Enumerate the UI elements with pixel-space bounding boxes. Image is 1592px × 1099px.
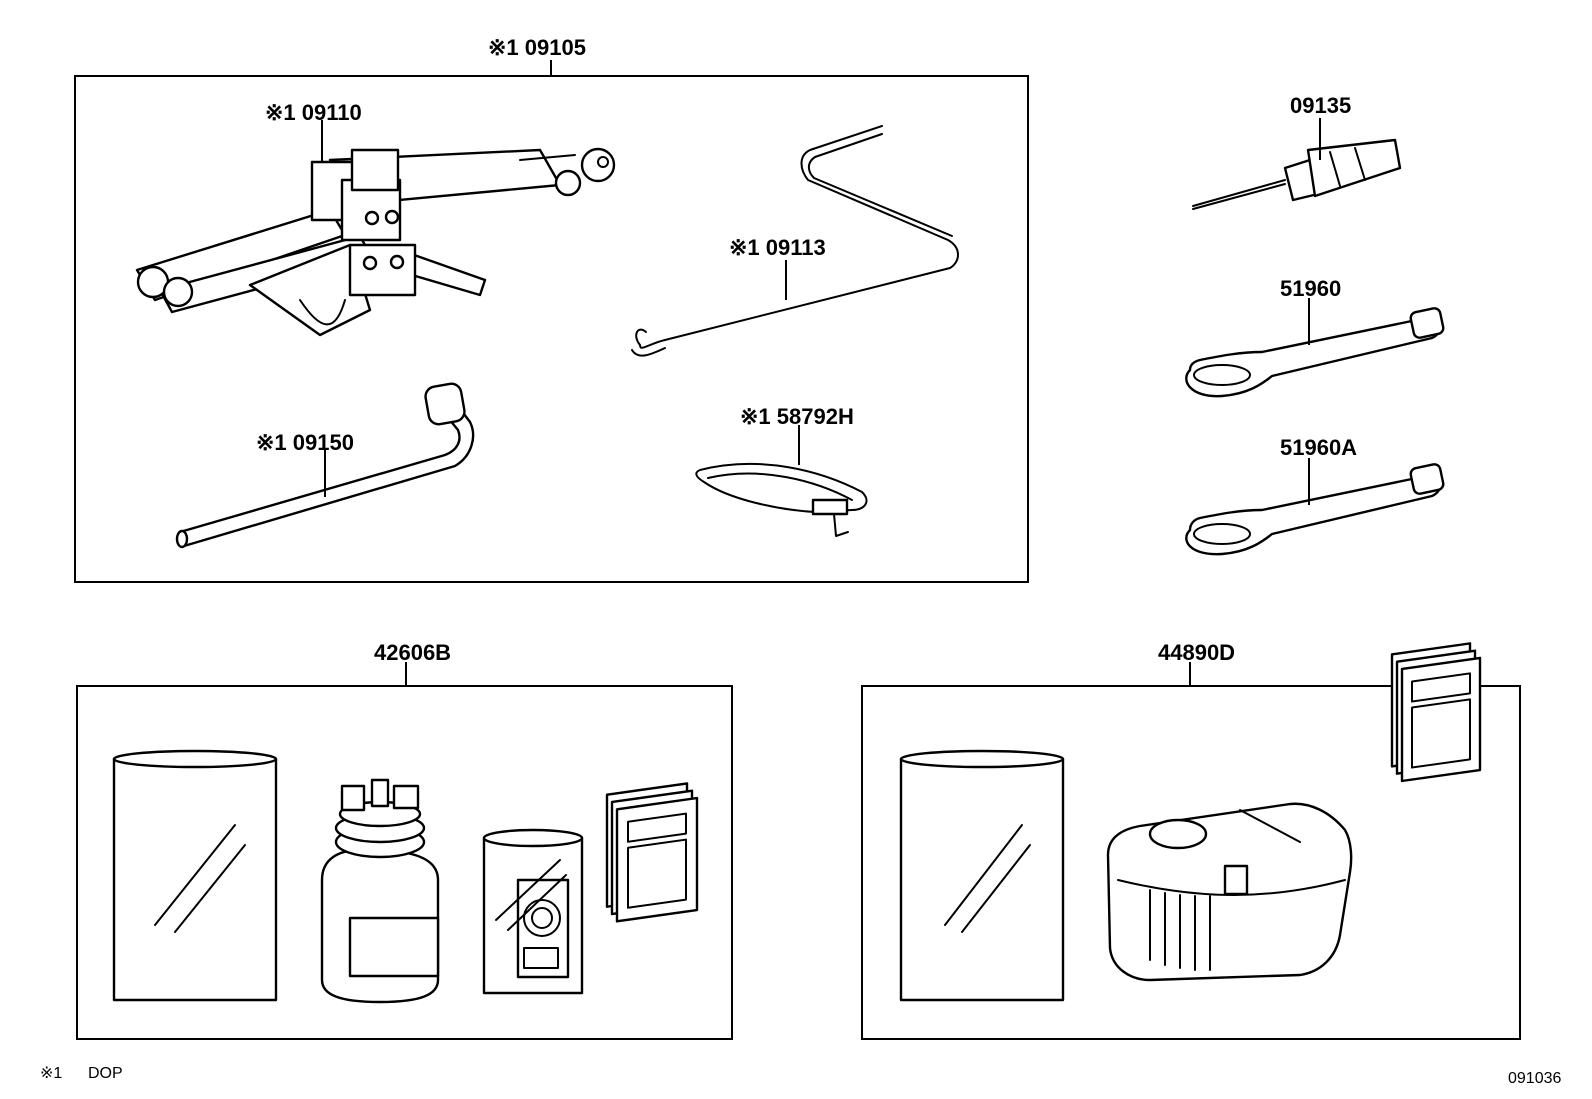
group-box-42606B (76, 685, 733, 1040)
bracket-58792H-illustration[interactable] (695, 462, 868, 537)
wrench-51960A-illustration[interactable] (1185, 463, 1445, 556)
label-44890D[interactable]: 44890D (1158, 640, 1235, 665)
label-51960[interactable]: 51960 (1280, 276, 1341, 301)
lug-wrench-09150-illustration[interactable] (175, 382, 475, 549)
group-box-09105 (74, 75, 1029, 583)
bag-42606B-illustration[interactable] (112, 749, 278, 1002)
footnote-symbol: ※1 (40, 1065, 62, 1082)
wrench-51960-illustration[interactable] (1185, 307, 1445, 398)
label-09150[interactable]: ※1 09150 (256, 430, 354, 455)
screwdriver-09135-illustration[interactable] (1192, 138, 1402, 210)
instruction-booklet-illustration[interactable] (605, 782, 699, 923)
bag-44890D-illustration[interactable] (899, 749, 1065, 1002)
sealant-bottle-illustration[interactable] (320, 778, 440, 1004)
footnote-text: DOP (88, 1065, 123, 1082)
label-58792H[interactable]: ※1 58792H (740, 404, 854, 429)
air-compressor-illustration[interactable] (1106, 802, 1353, 982)
diagram-id: 091036 (1508, 1070, 1561, 1087)
label-09135[interactable]: 09135 (1290, 93, 1351, 118)
label-09113[interactable]: ※1 09113 (729, 235, 826, 260)
label-09110[interactable]: ※1 09110 (265, 100, 362, 125)
jack-handle-09113-illustration[interactable] (631, 125, 959, 357)
sealant-pack-illustration[interactable] (482, 828, 584, 995)
label-42606B[interactable]: 42606B (374, 640, 451, 665)
label-09105[interactable]: ※1 09105 (488, 35, 586, 60)
jack-09110-illustration[interactable] (135, 147, 616, 337)
instruction-booklet-2-illustration[interactable] (1390, 642, 1482, 783)
label-51960A[interactable]: 51960A (1280, 435, 1357, 460)
